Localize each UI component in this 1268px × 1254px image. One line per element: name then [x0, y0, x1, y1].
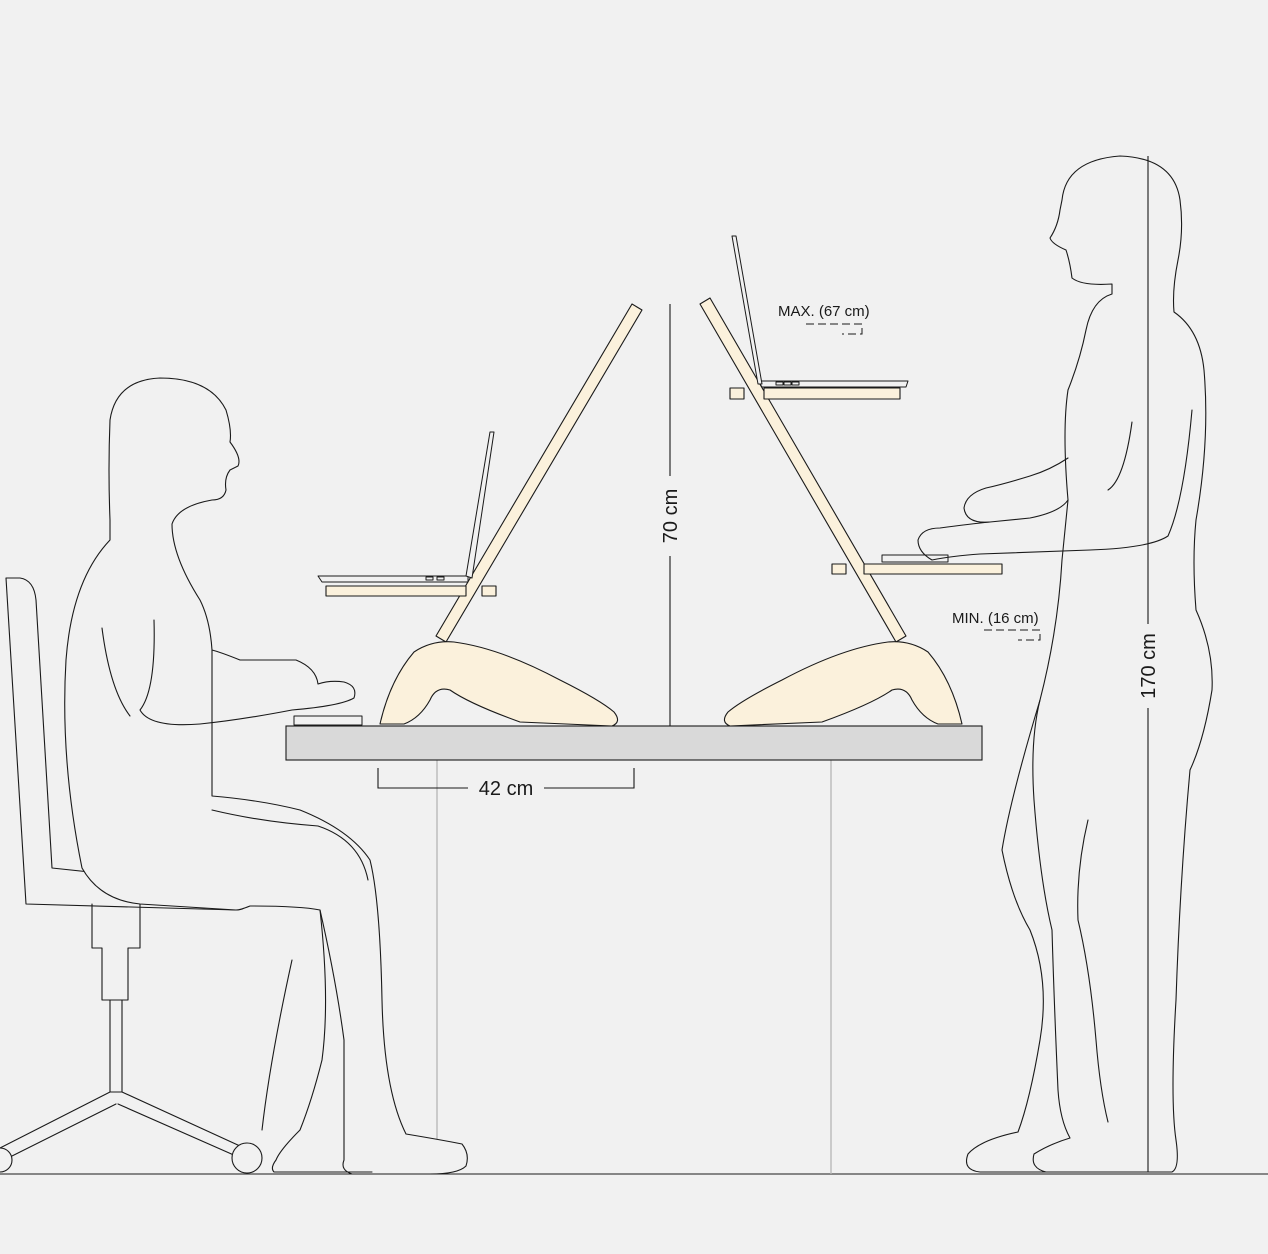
laptop-stand-right	[699, 235, 1003, 727]
depth-label: 42 cm	[479, 778, 533, 800]
laptop-stand-left	[317, 303, 643, 727]
max-height-callout: MAX. (67 cm)	[778, 303, 870, 335]
max-label: MAX. (67 cm)	[778, 303, 870, 320]
person-height-label: 170 cm	[1138, 633, 1160, 699]
standing-person	[917, 155, 1213, 1173]
stand-height-dimension: 70 cm	[660, 304, 682, 726]
office-chair	[0, 577, 263, 1174]
depth-dimension: 42 cm	[377, 768, 635, 800]
min-label: MIN. (16 cm)	[952, 610, 1039, 627]
stand-height-label: 70 cm	[660, 489, 682, 543]
person-height-dimension: 170 cm	[1138, 156, 1160, 1172]
min-height-callout: MIN. (16 cm)	[952, 610, 1041, 641]
desk-top	[285, 725, 983, 761]
seated-person	[64, 377, 468, 1175]
